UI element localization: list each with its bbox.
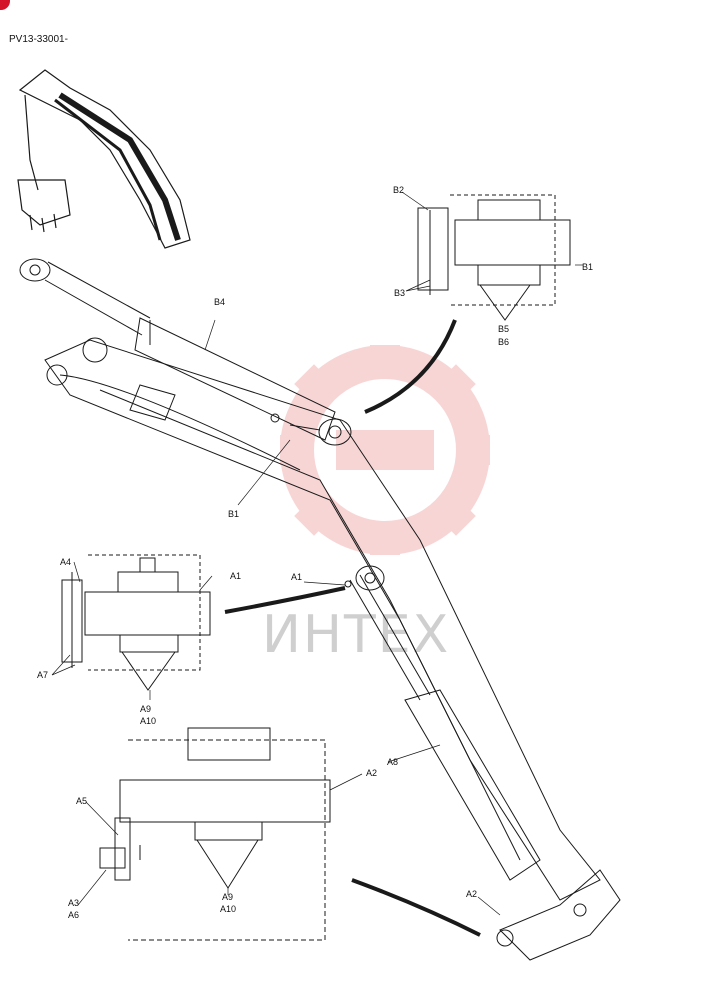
label-b2: B2 [393,185,404,195]
label-a2-detail: A2 [366,768,377,778]
label-a10-lower: A10 [220,904,236,914]
watermark-logo [280,345,490,555]
label-a8: A8 [387,757,398,767]
corner-marker [0,0,10,10]
label-a1-detail: A1 [230,571,241,581]
detail-view-a-lower [99,727,331,941]
leader-curve-b [364,319,457,414]
boom-arm-body [44,337,601,901]
label-a9-upper: A9 [140,704,151,714]
label-b6: B6 [498,337,509,347]
label-b1-top: B1 [582,262,593,272]
pin-assembly-middle [344,565,385,591]
label-a2-main: A2 [466,889,477,899]
leader-curve-a-lower [351,878,481,937]
cylinder-b4 [19,258,336,441]
label-b3: B3 [394,288,405,298]
label-a5: A5 [76,796,87,806]
cylinder-a8 [349,574,541,881]
label-b5: B5 [498,324,509,334]
watermark-text: ИНТЕХ [262,605,450,665]
leader-curve-a-upper [224,586,346,614]
label-b1-main: B1 [228,509,239,519]
label-a10-upper: A10 [140,716,156,726]
label-a9-lower: A9 [222,892,233,902]
label-leaders [51,191,583,916]
label-a6: A6 [68,910,79,920]
pin-assembly-upper [270,413,352,446]
label-a7: A7 [37,670,48,680]
label-a4: A4 [60,557,71,567]
thumbnail-arm-illustration [17,69,191,249]
document-code: PV13-33001- [9,34,68,45]
label-a1-main: A1 [291,572,302,582]
detail-view-a-upper [61,554,211,691]
detail-view-b [417,194,571,321]
label-b4: B4 [214,297,225,307]
pin-assembly-lower [496,869,621,961]
label-a3: A3 [68,898,79,908]
